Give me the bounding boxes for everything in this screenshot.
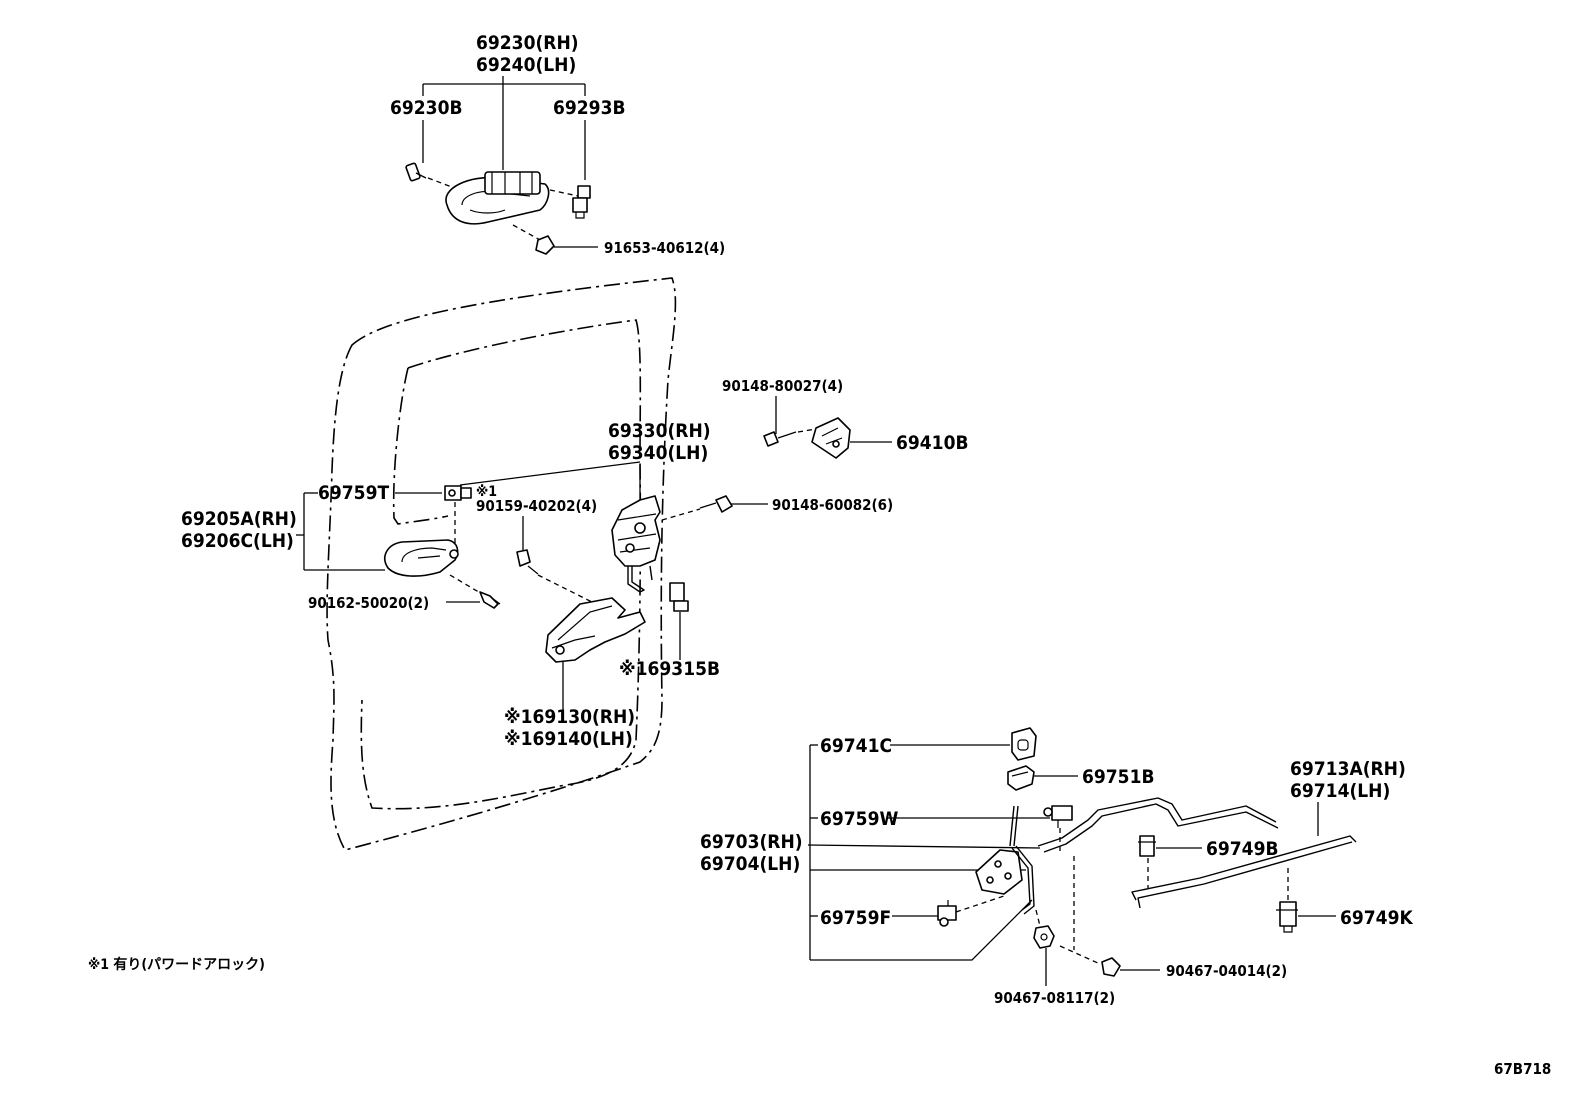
label-69230rh: 69230(RH): [476, 32, 579, 54]
outside-handle-shape: [445, 171, 550, 225]
label-69704lh: 69704(LH): [700, 853, 800, 875]
label-69759t: 69759T: [318, 482, 389, 504]
screw-90159-shape: [516, 549, 539, 575]
label-90467-04014: 90467-04014(2): [1166, 962, 1287, 980]
inside-handle-shape: [384, 539, 459, 577]
clip-90467-04014-shape: [1101, 957, 1121, 977]
label-69759f: 69759F: [820, 907, 891, 929]
connector-69315b-shape: [669, 582, 689, 612]
label-69703rh: 69703(RH): [700, 831, 803, 853]
striker-group: 90148-80027(4) 69410B: [722, 377, 969, 459]
label-69751b: 69751B: [1082, 766, 1155, 788]
door-outline: [326, 277, 677, 851]
clip-69749b-shape: [1138, 835, 1156, 857]
label-69713a: 69713A(RH): [1290, 758, 1406, 780]
label-90159: 90159-40202(4): [476, 497, 597, 515]
label-69140lh: ※169140(LH): [504, 728, 633, 750]
striker-69410b-shape: [811, 417, 851, 459]
label-90467-08117: 90467-08117(2): [994, 989, 1115, 1007]
label-69293b: 69293B: [553, 97, 626, 119]
door-lock-shape: [611, 495, 661, 593]
inside-handle-group: 69759T ※1 69205A(RH) 69206C(LH) 90162-50…: [181, 461, 641, 612]
screw-90148-60082-shape: [699, 495, 733, 513]
label-91653: 91653-40612(4): [604, 239, 725, 257]
label-69410b: 69410B: [896, 432, 969, 454]
label-69749k: 69749K: [1340, 907, 1413, 929]
label-69315b: ※169315B: [619, 658, 720, 680]
figure-code: 67B718: [1494, 1060, 1551, 1078]
label-69205a: 69205A(RH): [181, 508, 297, 530]
label-69230b: 69230B: [390, 97, 463, 119]
footnote-text: ※1 有り(パワードアロック): [88, 956, 265, 973]
outside-handle-group: 69230(RH) 69240(LH) 69230B 69293B: [390, 32, 725, 257]
clip-69751b-shape: [1007, 765, 1035, 791]
label-69130rh: ※169130(RH): [504, 706, 635, 728]
clip-69759w-shape: [1043, 805, 1073, 828]
clip-69759f-shape: [937, 900, 957, 927]
clip-90467-08117-shape: [1033, 925, 1055, 949]
clip-69759t-shape: [444, 485, 472, 501]
label-69206c: 69206C(LH): [181, 530, 294, 552]
clip-69749k-shape: [1276, 901, 1298, 933]
bellcrank-plate-shape: [975, 849, 1023, 895]
label-69340lh: 69340(LH): [608, 442, 708, 464]
label-69749b: 69749B: [1206, 838, 1279, 860]
lock-cover-69130-shape: [545, 597, 646, 663]
label-90148-60082: 90148-60082(6): [772, 496, 893, 514]
clip-69741c-shape: [1011, 727, 1037, 761]
screw-91653-shape: [535, 235, 555, 255]
label-69741c: 69741C: [820, 735, 892, 757]
label-69330rh: 69330(RH): [608, 420, 711, 442]
label-69759w: 69759W: [820, 808, 898, 830]
bolt-69230b-shape: [405, 162, 427, 182]
label-69714lh: 69714(LH): [1290, 780, 1390, 802]
screw-90148-80027-shape: [763, 431, 797, 447]
clip-69293b-shape: [572, 185, 591, 219]
label-90162: 90162-50020(2): [308, 594, 429, 612]
door-lock-group: 69330(RH) 69340(LH) 90159-40202(4) 90148…: [476, 420, 893, 750]
label-90148-80027: 90148-80027(4): [722, 377, 843, 395]
label-69240lh: 69240(LH): [476, 54, 576, 76]
label-star1-near-69759t: ※1: [476, 484, 497, 500]
lock-rod-group: 69741C 69751B 69759W 69703(RH) 69704(LH): [700, 727, 1413, 1007]
screw-90162-shape: [479, 591, 501, 609]
